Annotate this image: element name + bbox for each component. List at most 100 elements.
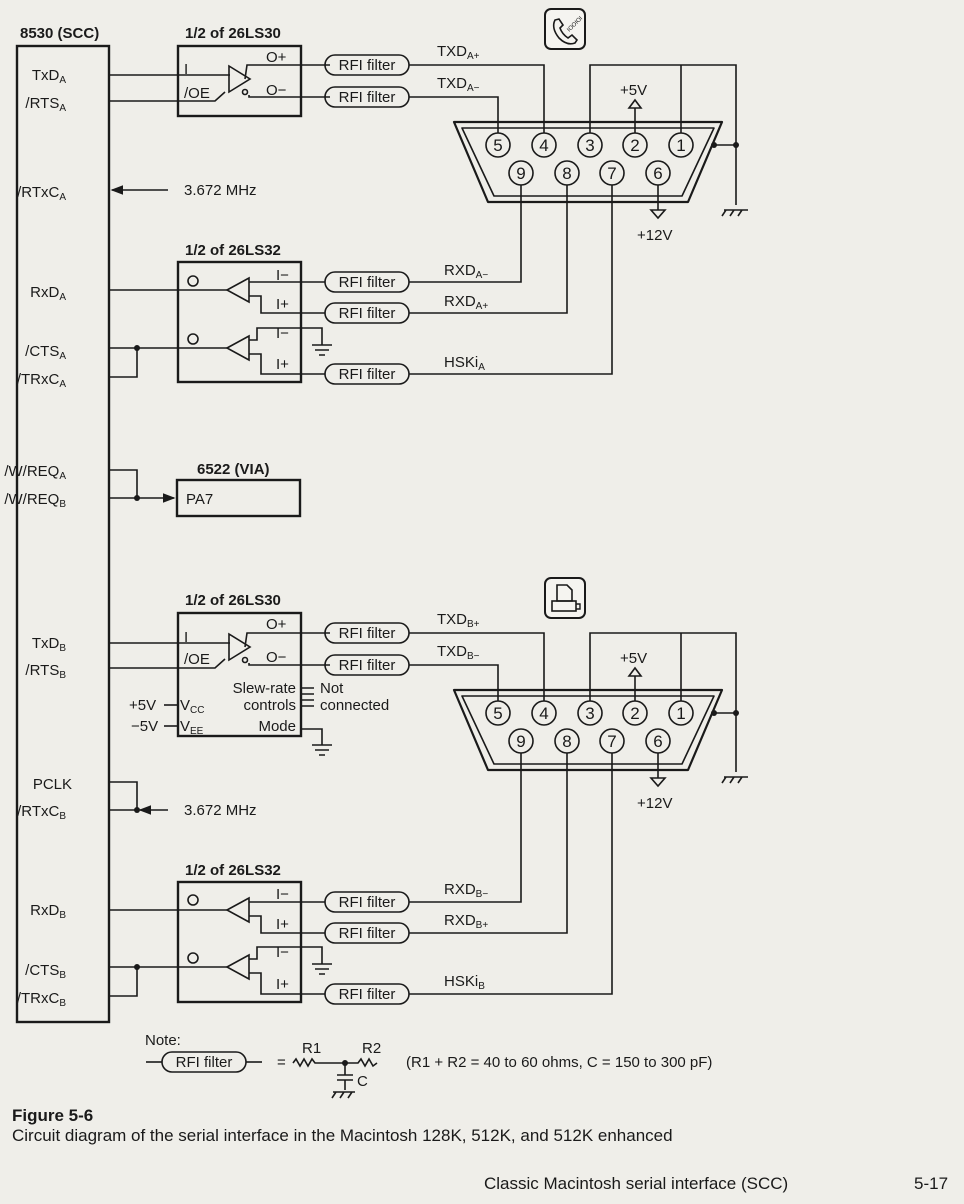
rfi-filter-txd-b-plus: RFI filter <box>324 622 410 644</box>
connector-a-pins: 5 4 3 2 1 9 8 7 6 <box>485 132 694 186</box>
driver-b-title: 1/2 of 26LS30 <box>185 592 281 609</box>
svg-text:I: I <box>184 61 188 78</box>
ground-b-icon <box>312 963 332 975</box>
chassis-ground-b-icon <box>721 776 748 784</box>
svg-text:VCC: VCC <box>180 697 204 716</box>
rfi-filter-hski-a: RFI filter <box>324 363 410 385</box>
svg-text:RFI filter: RFI filter <box>176 1054 233 1071</box>
svg-text:I+: I+ <box>276 296 289 313</box>
signal-rxd-b-plus: RXDB+ <box>444 912 488 931</box>
signal-rxd-b-minus: RXDB− <box>444 881 488 900</box>
pin-rxd-b: RxDB <box>30 902 66 921</box>
svg-text:RFI filter: RFI filter <box>339 986 396 1003</box>
svg-text:/OE: /OE <box>184 85 210 102</box>
rfi-filter-txd-a-minus: RFI filter <box>324 86 410 108</box>
pin-rtxc-b: /RTxCB <box>17 803 66 822</box>
circuit-diagram: 8530 (SCC) TxDA /RTSA /RTxCA RxDA /CTSA … <box>4 8 748 1099</box>
rfi-filter-rxd-b-minus: RFI filter <box>324 891 410 913</box>
svg-text:C: C <box>357 1073 368 1090</box>
svg-text:RFI filter: RFI filter <box>339 366 396 383</box>
svg-text:7: 7 <box>607 164 616 183</box>
receiver-a-title: 1/2 of 26LS32 <box>185 242 281 259</box>
note-ground-icon <box>331 1091 355 1099</box>
signal-txd-a-plus: TXDA+ <box>437 43 480 62</box>
ground-a-icon <box>312 344 332 356</box>
figure-title: Figure 5-6 <box>12 1106 94 1125</box>
svg-text:3: 3 <box>585 136 594 155</box>
svg-text:7: 7 <box>607 732 616 751</box>
svg-text:I+: I+ <box>276 916 289 933</box>
footer-section: Classic Macintosh serial interface (SCC) <box>484 1174 789 1193</box>
note-text: (R1 + R2 = 40 to 60 ohms, C = 150 to 300… <box>406 1054 712 1071</box>
note-label: Note: <box>145 1032 181 1049</box>
svg-text:6: 6 <box>653 732 662 751</box>
svg-text:O+: O+ <box>266 49 287 66</box>
svg-text:RFI filter: RFI filter <box>339 657 396 674</box>
via-title: 6522 (VIA) <box>197 461 270 478</box>
ground-mode-icon <box>312 744 332 756</box>
svg-text:−5V: −5V <box>131 718 158 735</box>
pin-trxc-a: /TRxCA <box>17 371 67 390</box>
pin-wreq-a: /W/REQA <box>4 463 66 482</box>
svg-text:Mode: Mode <box>258 718 296 735</box>
plus5v-a: +5V <box>620 82 647 99</box>
svg-text:=: = <box>277 1054 286 1071</box>
svg-text:I−: I− <box>276 944 289 961</box>
svg-text:O+: O+ <box>266 616 287 633</box>
svg-text:RFI filter: RFI filter <box>339 57 396 74</box>
svg-text:5: 5 <box>493 136 502 155</box>
svg-text:RFI filter: RFI filter <box>339 625 396 642</box>
svg-text:I+: I+ <box>276 976 289 993</box>
svg-text:3: 3 <box>585 704 594 723</box>
pin-wreq-b: /W/REQB <box>4 491 66 510</box>
driver-a-title: 1/2 of 26LS30 <box>185 25 281 42</box>
via-pin-pa7: PA7 <box>186 491 213 508</box>
pin-cts-a: /CTSA <box>25 343 66 362</box>
pin-pclk: PCLK <box>33 776 72 793</box>
scc-chip: 8530 (SCC) TxDA /RTSA /RTxCA RxDA /CTSA … <box>4 25 111 1024</box>
rfi-filter-rxd-b-plus: RFI filter <box>324 922 410 944</box>
driver-a: 1/2 of 26LS30 I /OE O+ O− <box>110 25 330 118</box>
rfi-filter-note: Note: RFI filter = R1 R2 C (R1 + R2 = 40… <box>145 1032 712 1099</box>
svg-text:Slew-rate: Slew-rate <box>233 680 296 697</box>
svg-text:controls: controls <box>243 697 296 714</box>
modem-port-icon: IOOIOI <box>544 8 586 50</box>
svg-text:8: 8 <box>562 732 571 751</box>
driver-b: 1/2 of 26LS30 I /OE O+ O− Slew-rate cont… <box>110 592 389 756</box>
signal-hski-a: HSKiA <box>444 354 485 373</box>
svg-text:9: 9 <box>516 732 525 751</box>
svg-text:I−: I− <box>276 267 289 284</box>
svg-text:I−: I− <box>276 886 289 903</box>
pin-txd-a: TxDA <box>32 67 67 86</box>
rfi-filter-hski-b: RFI filter <box>324 983 410 1005</box>
resistor-r2-icon <box>345 1057 378 1068</box>
plus5v-b: +5V <box>620 650 647 667</box>
svg-text:VEE: VEE <box>180 718 204 737</box>
receiver-b-title: 1/2 of 26LS32 <box>185 862 281 879</box>
pin-txd-b: TxDB <box>32 635 67 654</box>
svg-text:I+: I+ <box>276 356 289 373</box>
db9-connector-b <box>452 688 724 772</box>
receiver-a: 1/2 of 26LS32 I− I+ I− I+ <box>110 242 332 384</box>
rfi-filter-txd-a-plus: RFI filter <box>324 54 410 76</box>
plus12v-b: +12V <box>637 795 672 812</box>
plus12v-a: +12V <box>637 227 672 244</box>
svg-text:4: 4 <box>539 136 548 155</box>
pin-rts-b: /RTSB <box>25 662 66 681</box>
capacitor-icon <box>337 1063 353 1090</box>
pin-trxc-b: /TRxCB <box>17 990 67 1009</box>
signal-txd-a-minus: TXDA− <box>437 75 480 94</box>
page-number: 5-17 <box>914 1174 949 1193</box>
svg-text:Not: Not <box>320 680 344 697</box>
resistor-r1-icon <box>292 1057 345 1068</box>
svg-text:connected: connected <box>320 697 389 714</box>
pin-rts-a: /RTSA <box>25 95 66 114</box>
svg-text:O−: O− <box>266 649 287 666</box>
via-chip: 6522 (VIA) PA7 <box>110 461 302 518</box>
svg-text:5: 5 <box>493 704 502 723</box>
svg-text:4: 4 <box>539 704 548 723</box>
svg-text:RFI filter: RFI filter <box>339 925 396 942</box>
svg-text:RFI filter: RFI filter <box>339 894 396 911</box>
signal-txd-b-minus: TXDB− <box>437 643 480 662</box>
signal-hski-b: HSKiB <box>444 973 485 992</box>
